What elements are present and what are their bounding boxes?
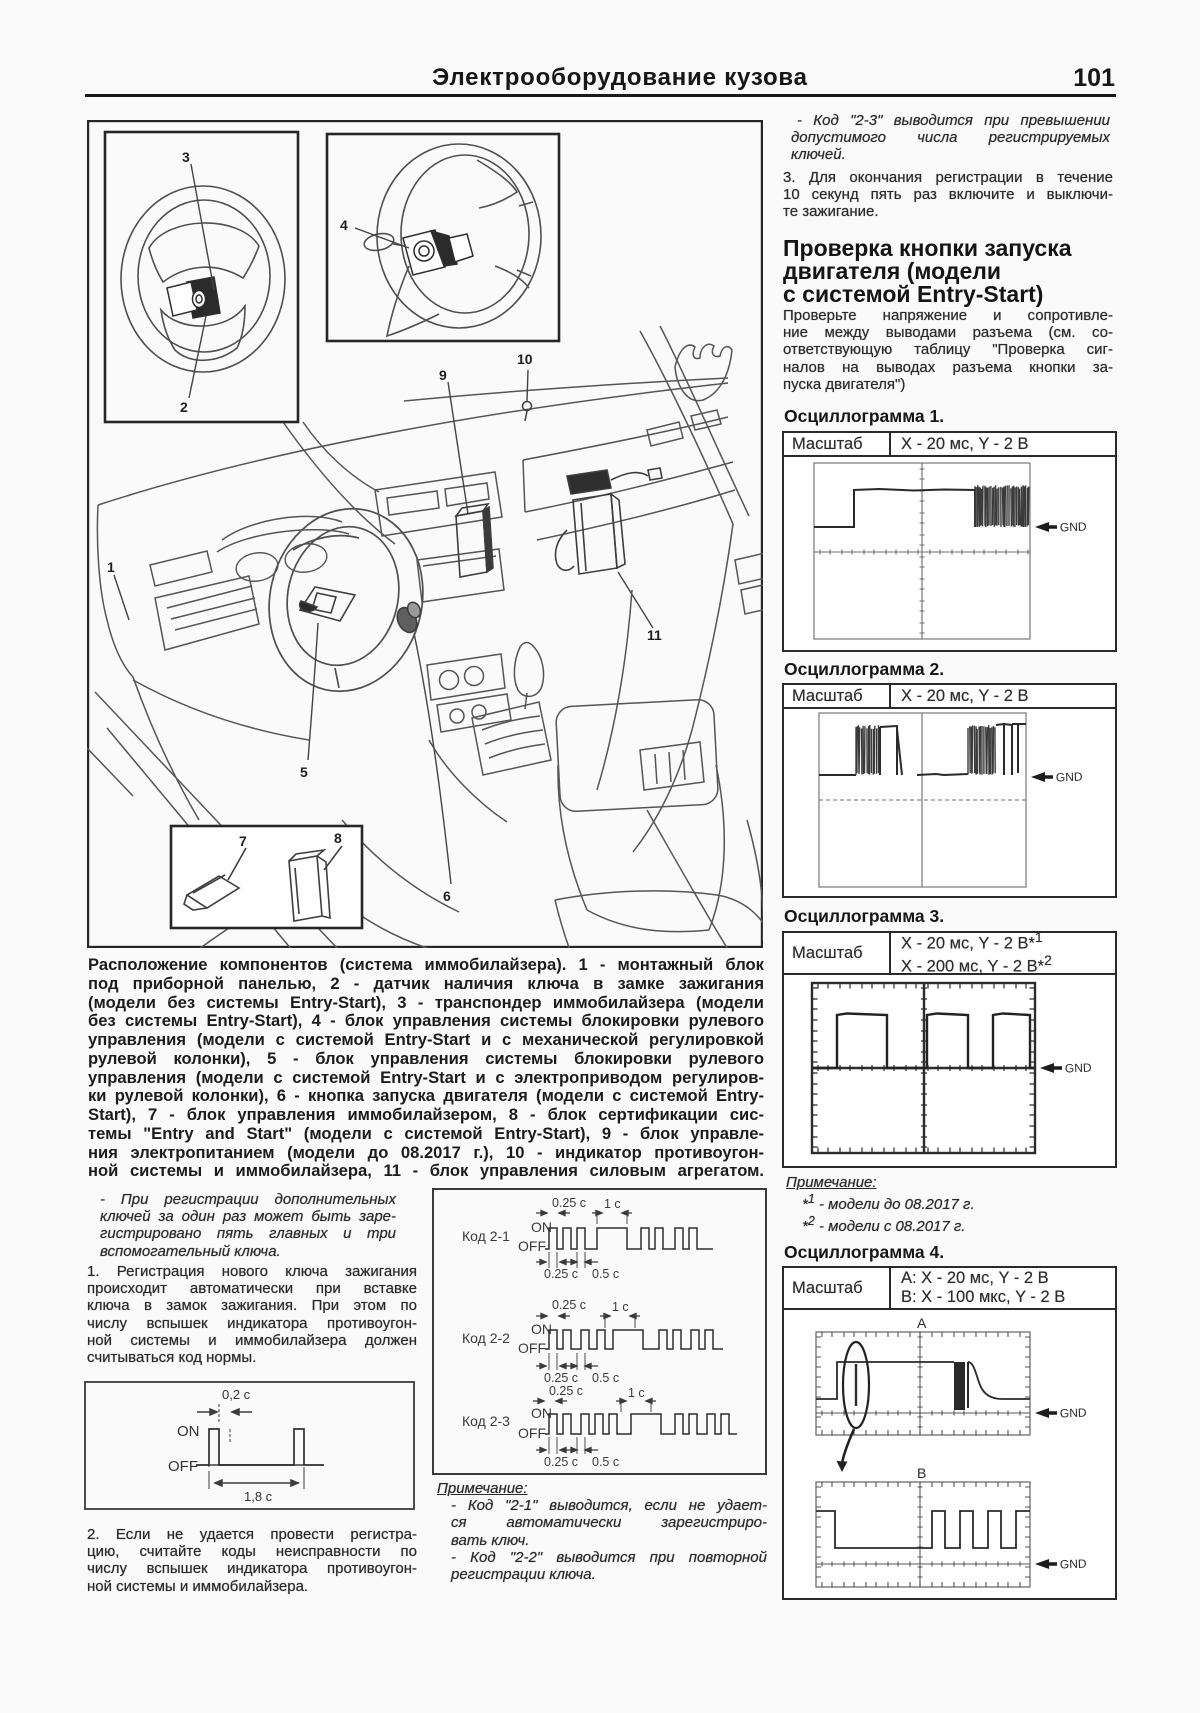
svg-text:OFF: OFF bbox=[518, 1238, 546, 1254]
svg-text:OFF: OFF bbox=[168, 1458, 198, 1475]
svg-text:1,8 с: 1,8 с bbox=[244, 1489, 273, 1504]
svg-text:Код 2-2: Код 2-2 bbox=[462, 1330, 510, 1346]
svg-text:3: 3 bbox=[182, 149, 190, 165]
svg-text:ON: ON bbox=[531, 1219, 552, 1235]
svg-text:A: A bbox=[917, 1315, 927, 1331]
svg-text:0.25 с: 0.25 с bbox=[549, 1384, 583, 1398]
svg-text:GND: GND bbox=[1060, 1406, 1087, 1421]
svg-text:ON: ON bbox=[177, 1423, 200, 1440]
svg-text:5: 5 bbox=[300, 764, 308, 780]
svg-text:GND: GND bbox=[1065, 1061, 1092, 1076]
svg-text:Код 2-3: Код 2-3 bbox=[462, 1413, 510, 1429]
svg-text:11: 11 bbox=[647, 627, 662, 643]
svg-text:0,2 с: 0,2 с bbox=[222, 1387, 251, 1402]
svg-text:0.5 с: 0.5 с bbox=[592, 1455, 619, 1469]
svg-text:ON: ON bbox=[531, 1321, 552, 1337]
svg-text:0.25 с: 0.25 с bbox=[552, 1298, 586, 1312]
svg-text:0.5 с: 0.5 с bbox=[592, 1371, 619, 1385]
svg-text:1 с: 1 с bbox=[628, 1386, 645, 1400]
svg-text:6: 6 bbox=[443, 888, 451, 904]
svg-text:GND: GND bbox=[1060, 1557, 1087, 1572]
svg-text:0.25 с: 0.25 с bbox=[544, 1371, 578, 1385]
svg-text:1: 1 bbox=[107, 559, 115, 575]
svg-text:10: 10 bbox=[517, 351, 533, 367]
svg-text:0.25 с: 0.25 с bbox=[552, 1196, 586, 1210]
svg-text:B: B bbox=[917, 1465, 926, 1481]
svg-text:GND: GND bbox=[1056, 770, 1083, 785]
svg-text:0.25 с: 0.25 с bbox=[544, 1455, 578, 1469]
svg-text:0.25 с: 0.25 с bbox=[544, 1267, 578, 1281]
svg-text:OFF: OFF bbox=[518, 1425, 546, 1441]
svg-text:8: 8 bbox=[334, 830, 342, 846]
svg-text:Код 2-1: Код 2-1 bbox=[462, 1228, 510, 1244]
svg-text:0.5 с: 0.5 с bbox=[592, 1267, 619, 1281]
svg-text:4: 4 bbox=[340, 217, 348, 233]
svg-text:1 с: 1 с bbox=[612, 1300, 629, 1314]
svg-text:OFF: OFF bbox=[518, 1340, 546, 1356]
svg-text:1 с: 1 с bbox=[604, 1197, 621, 1211]
svg-text:2: 2 bbox=[180, 399, 188, 415]
svg-text:GND: GND bbox=[1060, 520, 1087, 535]
svg-text:9: 9 bbox=[439, 367, 447, 383]
svg-text:ON: ON bbox=[531, 1405, 552, 1421]
svg-text:7: 7 bbox=[239, 833, 247, 849]
